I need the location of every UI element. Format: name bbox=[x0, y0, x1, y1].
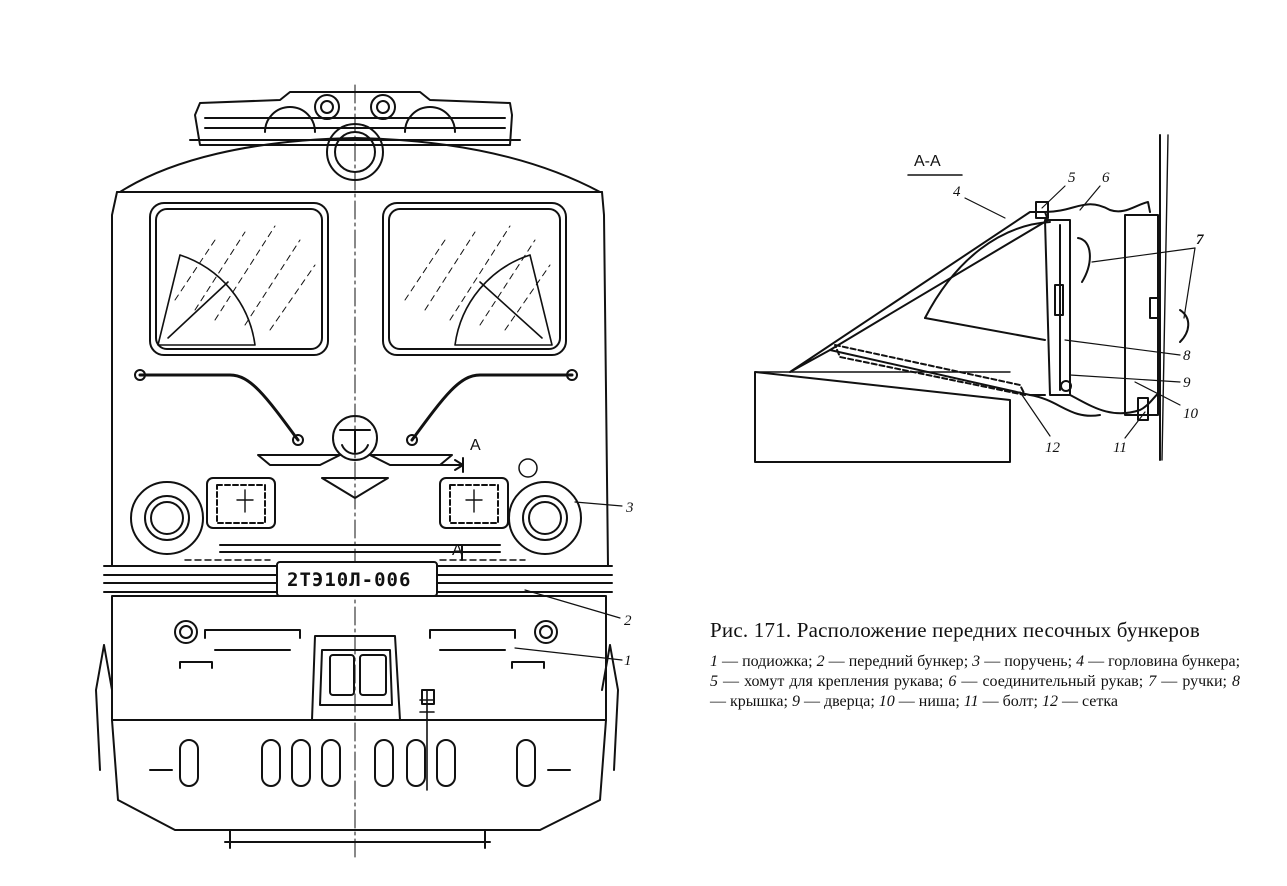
number-plate-text: 2ТЭ10Л-006 bbox=[287, 569, 411, 591]
bunker-neck bbox=[1044, 201, 1151, 213]
window-left bbox=[149, 202, 329, 356]
legend-text: дверца bbox=[823, 693, 871, 710]
legend-number: 11 bbox=[963, 693, 979, 710]
cover bbox=[924, 221, 1051, 319]
legend-number: 6 bbox=[948, 673, 957, 690]
callout-9: 9 bbox=[1183, 375, 1191, 391]
legend-text: хомут для крепления рукава bbox=[744, 673, 939, 690]
coupler bbox=[311, 635, 401, 721]
handle-lower bbox=[1179, 309, 1190, 343]
callout-10: 10 bbox=[1183, 406, 1199, 422]
vent-slots bbox=[179, 739, 536, 787]
callout-1: 1 bbox=[624, 653, 632, 669]
step-left bbox=[95, 644, 113, 771]
cab-roof bbox=[119, 137, 601, 193]
legend-text: сетка bbox=[1081, 693, 1118, 710]
sand-hatch-right bbox=[439, 477, 509, 529]
window-right bbox=[382, 202, 567, 356]
locomotive-front-view bbox=[95, 84, 619, 861]
callout-11: 11 bbox=[1113, 440, 1127, 456]
legend-text: передний бункер bbox=[848, 653, 964, 670]
screen-mesh bbox=[834, 344, 1026, 396]
callout-5: 5 bbox=[1068, 170, 1076, 186]
legend-number: 9 bbox=[791, 693, 800, 710]
section-cut-label-top: А bbox=[470, 437, 481, 454]
section-cut-label-bottom: А bbox=[452, 542, 463, 559]
legend-text: ручки bbox=[1182, 673, 1223, 690]
callout-3: 3 bbox=[625, 500, 634, 516]
handle-upper bbox=[1077, 237, 1091, 283]
legend-text: горловина бункера bbox=[1108, 653, 1236, 670]
legend-number: 3 bbox=[972, 653, 981, 670]
legend-text: ниша bbox=[918, 693, 956, 710]
legend-number: 5 bbox=[710, 673, 718, 690]
legend-number: 1 bbox=[710, 653, 718, 670]
leader-lines-section bbox=[964, 185, 1196, 439]
legend-number: 7 bbox=[1148, 673, 1157, 690]
figure-caption: Рис. 171. Расположение передних песочных… bbox=[710, 618, 1240, 712]
callout-4: 4 bbox=[953, 184, 961, 200]
handrail-right bbox=[410, 373, 574, 442]
step-right bbox=[601, 644, 619, 771]
grab-handle-left bbox=[204, 629, 301, 639]
handrail-left bbox=[138, 373, 300, 442]
hopper-body bbox=[789, 211, 1049, 373]
legend-text: соединительный рукав bbox=[982, 673, 1139, 690]
leader-lines-front bbox=[514, 501, 623, 661]
headlight-left bbox=[130, 481, 204, 555]
base-block bbox=[754, 371, 1011, 463]
section-title: А-А bbox=[914, 153, 941, 170]
legend-number: 10 bbox=[878, 693, 895, 710]
emblem bbox=[332, 415, 378, 461]
legend-text: болт bbox=[1002, 693, 1034, 710]
section-view-a-a bbox=[754, 134, 1190, 463]
legend-number: 8 bbox=[1232, 673, 1241, 690]
sand-hatch-left bbox=[206, 477, 276, 529]
legend-text: поручень bbox=[1004, 653, 1068, 670]
headlight-right bbox=[508, 481, 582, 555]
roof-equipment bbox=[194, 91, 513, 146]
figure-legend: 1 — подиожка; 2 — передний бункер; 3 — п… bbox=[710, 653, 1241, 710]
callout-8: 8 bbox=[1183, 348, 1191, 364]
legend-text: крышка bbox=[730, 693, 784, 710]
callout-2: 2 bbox=[624, 613, 632, 629]
figure-title: Рис. 171. Расположение передних песочных… bbox=[710, 618, 1200, 642]
legend-number: 12 bbox=[1041, 693, 1058, 710]
grab-handle-right bbox=[429, 629, 516, 639]
legend-text: подиожка bbox=[742, 653, 809, 670]
legend-number: 2 bbox=[816, 653, 825, 670]
callout-6: 6 bbox=[1102, 170, 1110, 186]
callout-7: 7 bbox=[1196, 232, 1204, 248]
legend-number: 4 bbox=[1076, 653, 1085, 670]
callout-12: 12 bbox=[1045, 440, 1061, 456]
